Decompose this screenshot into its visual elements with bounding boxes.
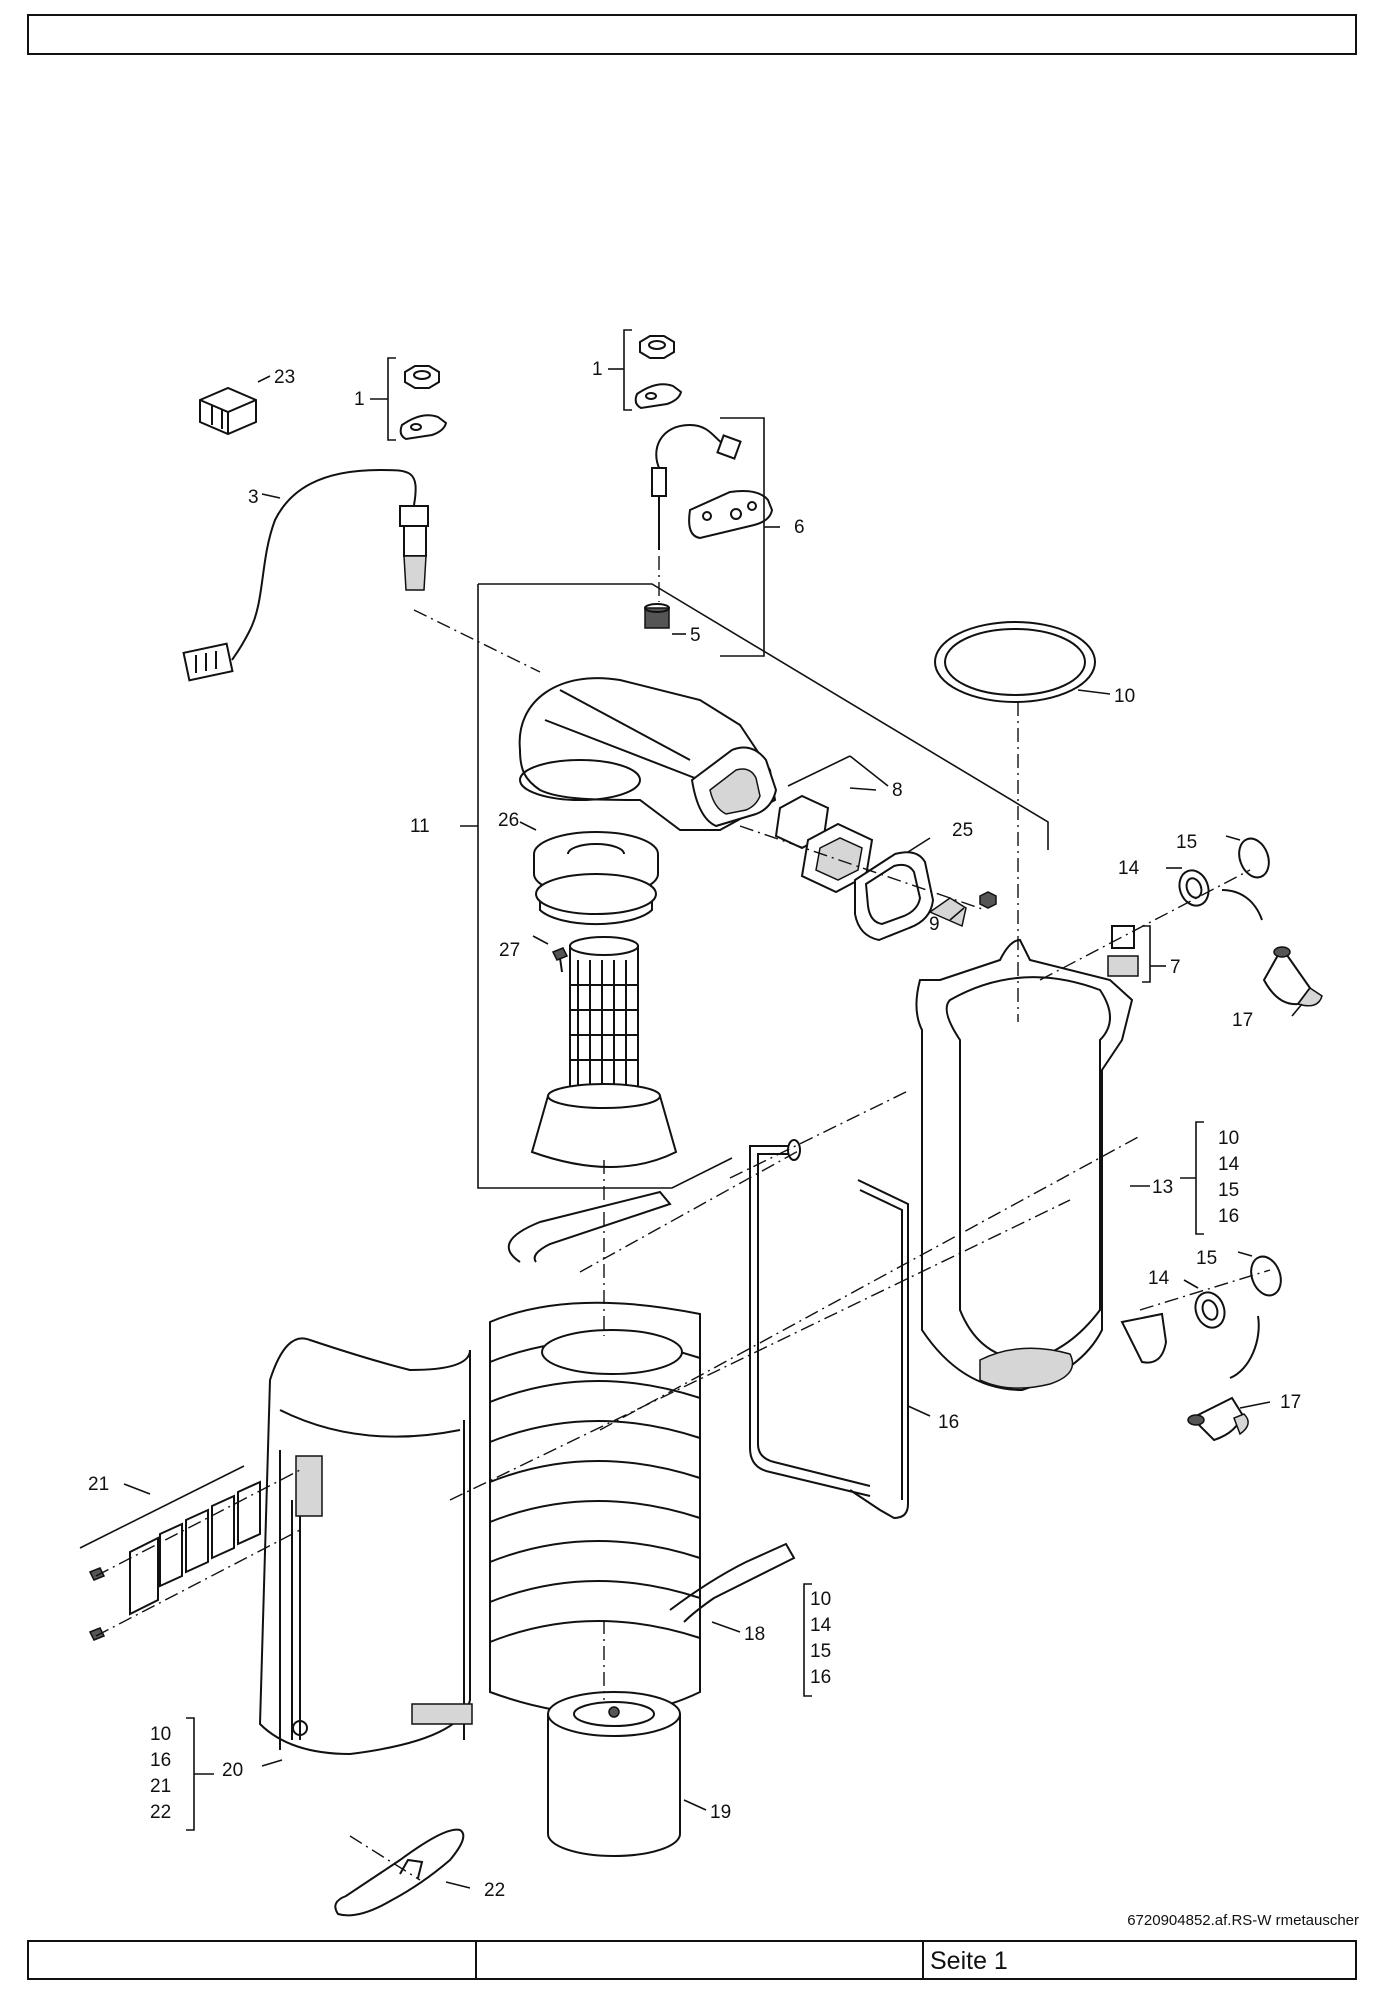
kit-20-item: 16 [150,1750,171,1771]
footer-cell-2 [477,1942,924,1978]
part-10-gasket [934,621,1096,703]
kit-list-18: 10 14 15 16 [810,1589,832,1688]
kit-18-item: 10 [810,1589,831,1610]
callout-22: 22 [484,1880,505,1901]
callout-19: 19 [710,1802,731,1823]
part-6-electrode-assembly [651,417,780,657]
callout-labels: 23 1 1 3 6 5 10 11 8 26 25 9 15 14 7 27 … [88,359,1301,1901]
callout-1-center: 1 [592,359,603,380]
part-11-frame [477,583,1049,1189]
callout-5: 5 [690,625,701,646]
part-8-flange-gaskets [774,755,889,894]
part-21-cover-set [79,1465,261,1641]
document-reference: 6720904852.af.RS-W rmetauscher [1127,1912,1359,1929]
part-3-sensor-cable [182,468,429,682]
kit-13-item: 16 [1218,1206,1239,1227]
callout-18: 18 [744,1624,765,1645]
header-title-box [27,14,1357,55]
kit-13-bracket [1180,1121,1204,1235]
part-1-left-nut-washer [370,357,448,441]
part-7-sensor-clip [1107,925,1166,983]
kit-list-20: 10 16 21 22 [150,1724,171,1823]
callout-3: 3 [248,487,259,508]
kit-13-item: 14 [1218,1154,1240,1175]
kit-13-item: 15 [1218,1180,1239,1201]
callout-14-lower: 14 [1148,1268,1170,1289]
kit-20-item: 21 [150,1776,171,1797]
part-27-screw [551,947,569,973]
part-20-outer-shell [258,1337,473,1756]
footer-cell-1 [29,1942,477,1978]
callout-13: 13 [1152,1177,1173,1198]
kit-20-bracket [186,1717,214,1831]
part-16-retaining-rods [749,1139,909,1520]
callout-17-lower: 17 [1280,1392,1301,1413]
part-9-cap-nut [928,891,997,928]
kit-20-item: 22 [150,1802,171,1823]
kit-18-item: 14 [810,1615,832,1636]
part-19-insulation-cylinder [547,1691,681,1857]
part-1-center-nut-washer [608,329,683,411]
kit-20-item: 10 [150,1724,171,1745]
callout-20: 20 [222,1760,243,1781]
callout-1-left: 1 [354,389,365,410]
kit-18-bracket [803,1583,812,1697]
part-25-flange [854,851,935,942]
callout-10: 10 [1114,686,1135,707]
part-23-connector [199,386,257,436]
footer-page-number: Seite 1 [930,1947,1008,1975]
footer-title-block: Seite 1 [27,1940,1357,1980]
callout-9: 9 [929,914,940,935]
kit-13-item: 10 [1218,1128,1239,1149]
part-5-grommet [644,603,670,629]
kit-18-item: 15 [810,1641,831,1662]
burner-housing [518,677,778,831]
callout-8: 8 [892,780,903,801]
callout-14-upper: 14 [1118,858,1140,879]
callout-25: 25 [952,820,973,841]
callout-16: 16 [938,1412,959,1433]
part-13-heat-exchanger-casing [915,938,1168,1392]
seal-set-upper [1178,837,1323,1007]
kit-list-13: 10 14 15 16 [1218,1128,1240,1227]
callout-17-upper: 17 [1232,1010,1253,1031]
kit-18-item: 16 [810,1667,831,1688]
part-22-clip [334,1828,465,1917]
part-26-insulation-discs [533,831,659,926]
callout-21: 21 [88,1474,109,1495]
callout-27: 27 [499,940,520,961]
callout-11: 11 [410,816,430,837]
callout-23: 23 [274,367,295,388]
callout-7: 7 [1170,957,1181,978]
callout-6: 6 [794,517,805,538]
assembly-axes [95,556,1271,1881]
seal-set-lower [1187,1255,1282,1442]
callout-26: 26 [498,810,519,831]
part-18-heating-coil [489,1190,796,1715]
callout-15-lower: 15 [1196,1248,1217,1269]
callout-15-upper: 15 [1176,832,1197,853]
burner-tube [530,936,678,1168]
